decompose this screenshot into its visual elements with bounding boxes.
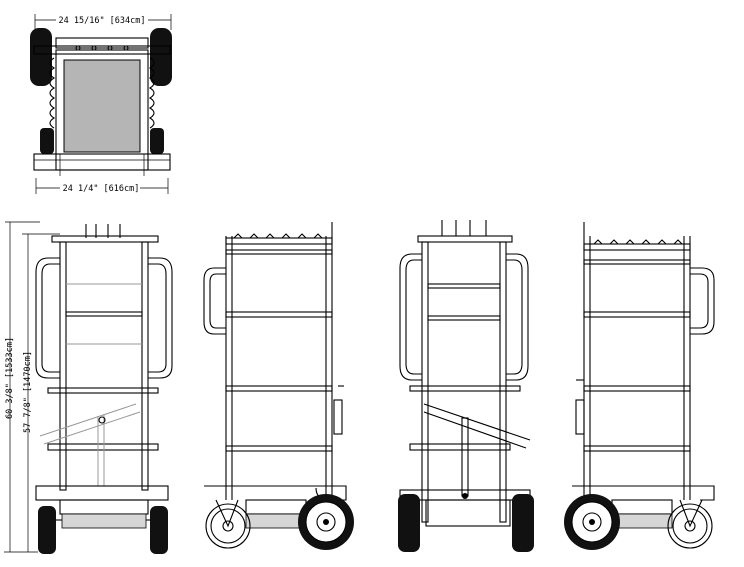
top-width-dimension: 24 15/16" [634cm] [59, 16, 146, 26]
side-view-right [564, 222, 715, 550]
height-dimensions: 60 3/8" [1533cm] 57 7/8" [1470cm] [4, 221, 60, 553]
overall-height-dimension: 60 3/8" [1533cm] [5, 337, 15, 419]
top-view: 24 15/16" [634cm] 24 1/4" [616cm] [30, 14, 172, 194]
front-view [35, 224, 173, 554]
bottom-width-dimension: 24 1/4" [616cm] [63, 184, 140, 194]
rear-view [398, 220, 534, 552]
side-view-left [203, 222, 354, 550]
cart-shelf-panel [63, 59, 141, 153]
frame-height-dimension: 57 7/8" [1470cm] [23, 351, 33, 433]
